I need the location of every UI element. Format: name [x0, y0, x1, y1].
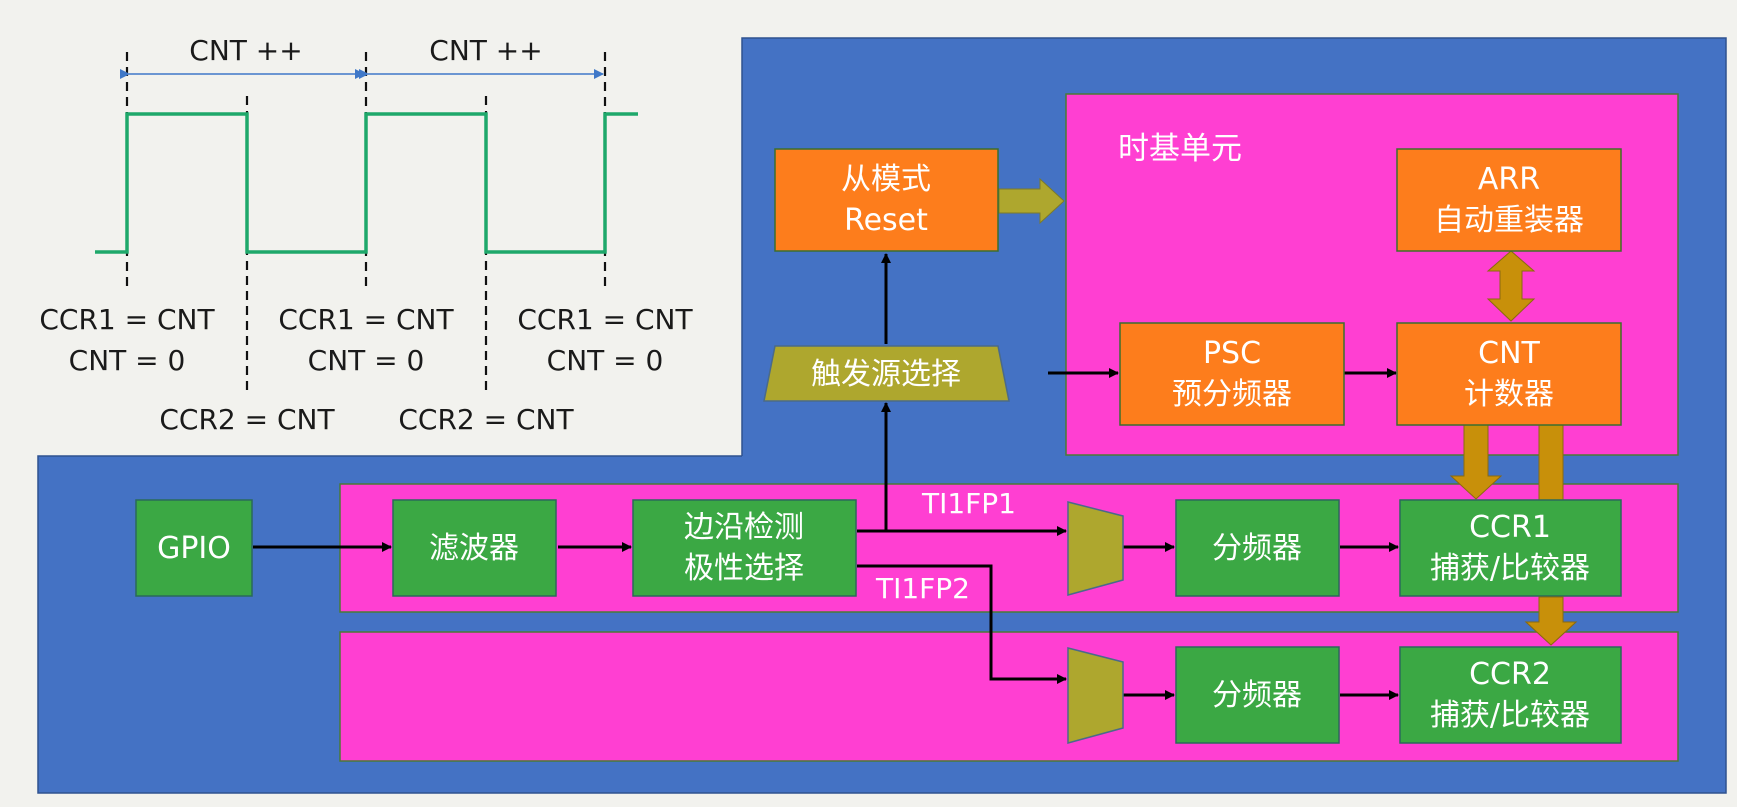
- prescaler-ch2-block: 分频器: [1175, 646, 1340, 744]
- edge-detect-block: 边沿检测 极性选择: [632, 499, 857, 597]
- ti1fp2-line: [857, 564, 1067, 684]
- slave-mode-label: 从模式: [841, 162, 931, 197]
- slave-reset-arrow: [998, 177, 1065, 225]
- edge-detect-label: 边沿检测: [684, 510, 804, 545]
- mux-ch1-icon: [1067, 501, 1124, 596]
- ccr1-capture-label: CCR1 = CNT: [278, 303, 454, 336]
- label-backdrop: [30, 296, 220, 378]
- cnt-label: CNT: [1478, 336, 1540, 371]
- time-base-unit-title: 时基单元: [1118, 131, 1242, 167]
- timing-diagram: CNT ++ CNT ++ CCR1 = CNT CNT = 0 CCR1 = …: [30, 34, 702, 436]
- ccr1-capture-label: CCR1 = CNT: [517, 303, 693, 336]
- ccr1-capture-label: CCR1 = CNT: [39, 303, 215, 336]
- cnt-reset-label: CNT = 0: [69, 344, 186, 377]
- cnt-to-ccr1-arrow: [1449, 424, 1503, 500]
- mux-ch2-icon: [1067, 647, 1124, 744]
- psc-desc-label: 预分频器: [1172, 377, 1292, 412]
- psc-block: PSC 预分频器: [1119, 322, 1345, 426]
- input-waveform: [95, 112, 638, 254]
- cnt-reset-label: CNT = 0: [547, 344, 664, 377]
- cnt-block: CNT 计数器: [1396, 322, 1622, 426]
- cnt-increment-label: CNT ++: [429, 34, 542, 67]
- ccr1-label: CCR1: [1469, 510, 1551, 545]
- ccr1-desc-label: 捕获/比较器: [1430, 551, 1590, 586]
- prescaler-ch2-label: 分频器: [1212, 678, 1302, 713]
- ccr2-capture-label: CCR2 = CNT: [159, 403, 335, 436]
- ccr2-label: CCR2: [1469, 657, 1551, 692]
- filter-block: 滤波器: [392, 499, 557, 597]
- cnt-to-ccr2-arrow-tail: [1524, 596, 1578, 646]
- psc-label: PSC: [1203, 336, 1261, 371]
- ccr2-block: CCR2 捕获/比较器: [1399, 646, 1622, 744]
- gpio-block: GPIO: [135, 499, 253, 597]
- trigger-select-block: 触发源选择: [763, 345, 1010, 402]
- slave-mode-block: 从模式 Reset: [774, 148, 999, 252]
- polarity-select-label: 极性选择: [684, 551, 804, 586]
- arr-desc-label: 自动重装器: [1434, 203, 1584, 238]
- gpio-label: GPIO: [157, 531, 231, 566]
- cnt-increment-label: CNT ++: [189, 34, 302, 67]
- cnt-desc-label: 计数器: [1464, 377, 1554, 412]
- cnt-reset-label: CNT = 0: [308, 344, 425, 377]
- label-backdrop: [510, 296, 702, 378]
- arr-block: ARR 自动重装器: [1396, 148, 1622, 252]
- arr-label: ARR: [1478, 162, 1540, 197]
- ti1fp2-label: TI1FP2: [875, 572, 970, 605]
- filter-label: 滤波器: [429, 531, 519, 566]
- label-backdrop: [270, 296, 460, 378]
- prescaler-ch1-block: 分频器: [1175, 499, 1340, 597]
- ccr1-block: CCR1 捕获/比较器: [1399, 499, 1622, 597]
- prescaler-ch1-label: 分频器: [1212, 531, 1302, 566]
- ccr2-capture-label: CCR2 = CNT: [398, 403, 574, 436]
- trigger-select-label: 触发源选择: [811, 357, 961, 392]
- ccr2-desc-label: 捕获/比较器: [1430, 698, 1590, 733]
- ti1fp1-label: TI1FP1: [921, 487, 1016, 520]
- blue-panel-border: [37, 37, 1727, 794]
- slave-mode-reset-label: Reset: [844, 203, 928, 238]
- arr-cnt-double-arrow: [1486, 250, 1536, 322]
